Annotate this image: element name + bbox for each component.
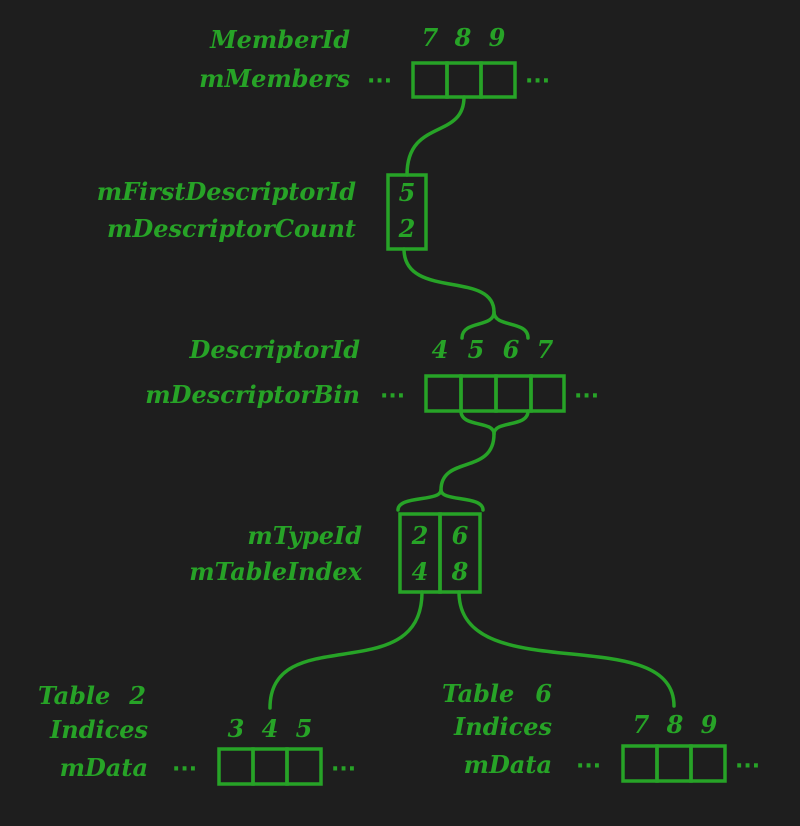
descriptor-count-label: mDescriptorCount bbox=[107, 214, 356, 243]
type-id-value-b: 6 bbox=[452, 521, 469, 550]
descriptor-id-4: 4 bbox=[432, 335, 449, 364]
member-id-8: 8 bbox=[454, 23, 472, 52]
descriptor-id-label: DescriptorId bbox=[189, 335, 361, 364]
first-descriptor-value: 5 bbox=[399, 178, 416, 207]
members-array-label: mMembers bbox=[199, 64, 350, 93]
members-cell-9 bbox=[479, 61, 517, 99]
table-6-cell-7 bbox=[621, 744, 659, 783]
table-6-cell-8 bbox=[655, 744, 693, 783]
member-struct-box bbox=[386, 173, 428, 251]
member-id-9: 9 bbox=[489, 23, 506, 52]
table-6-data-label: mData bbox=[464, 750, 552, 779]
table-6-cell-9 bbox=[689, 744, 727, 783]
table-6-index-8: 8 bbox=[666, 710, 684, 739]
table-6-word: Table bbox=[442, 679, 514, 708]
members-dots-left: ··· bbox=[367, 69, 392, 94]
descriptor-cell-7 bbox=[529, 374, 566, 413]
table-index-value-b: 8 bbox=[451, 557, 469, 586]
descriptor-cell-4 bbox=[424, 374, 463, 413]
table-2-index-5: 5 bbox=[296, 714, 313, 743]
descriptor-id-6: 6 bbox=[503, 335, 520, 364]
member-id-7: 7 bbox=[422, 23, 439, 52]
descriptor-id-7: 7 bbox=[537, 335, 554, 364]
table-2-number: 2 bbox=[128, 681, 146, 710]
table-6-number: 6 bbox=[535, 679, 552, 708]
members-array bbox=[411, 61, 517, 99]
table-2-dots-left: ··· bbox=[172, 757, 197, 782]
descriptor-bin-dots-right: ··· bbox=[574, 384, 599, 409]
descriptor-select-brace bbox=[459, 409, 530, 436]
table-index-label: mTableIndex bbox=[189, 557, 362, 586]
descriptor-range-brace bbox=[460, 310, 530, 340]
table-2-indices-label: Indices bbox=[49, 715, 148, 744]
table-2-cell-4 bbox=[251, 747, 289, 786]
descriptor-id-5: 5 bbox=[468, 335, 485, 364]
members-cell-8 bbox=[445, 61, 483, 99]
table-2-data-array bbox=[217, 747, 323, 786]
descriptor-bin-array bbox=[424, 374, 566, 413]
table-2-wire bbox=[268, 590, 424, 710]
members-cell-7 bbox=[411, 61, 449, 99]
table-6-index-9: 9 bbox=[701, 710, 718, 739]
type-id-value-a: 2 bbox=[411, 521, 429, 550]
table-6-indices-label: Indices bbox=[453, 712, 552, 741]
descriptor-struct-brace bbox=[396, 488, 485, 512]
table-6-dots-left: ··· bbox=[576, 754, 601, 779]
table-6-data-array bbox=[621, 744, 727, 783]
descriptor-select-wire bbox=[439, 432, 496, 492]
member-id-label: MemberId bbox=[209, 25, 350, 54]
table-2-data-label: mData bbox=[60, 753, 148, 782]
table-2-cell-3 bbox=[217, 747, 255, 786]
first-descriptor-label: mFirstDescriptorId bbox=[97, 177, 357, 206]
table-2-dots-right: ··· bbox=[331, 757, 356, 782]
table-2-index-4: 4 bbox=[262, 714, 279, 743]
type-id-label: mTypeId bbox=[247, 521, 362, 550]
descriptor-count-value: 2 bbox=[398, 214, 416, 243]
table-6-wire bbox=[457, 590, 676, 708]
table-6-index-7: 7 bbox=[633, 710, 650, 739]
table-6-dots-right: ··· bbox=[735, 754, 760, 779]
descriptor-cell-6 bbox=[494, 374, 533, 413]
descriptor-bin-label: mDescriptorBin bbox=[145, 380, 360, 409]
table-2-cell-5 bbox=[285, 747, 323, 786]
descriptor-range-wire bbox=[402, 247, 496, 314]
table-2-index-3: 3 bbox=[228, 714, 245, 743]
descriptor-bin-dots-left: ··· bbox=[380, 384, 405, 409]
descriptor-cell-5 bbox=[459, 374, 498, 413]
table-2-word: Table bbox=[38, 681, 110, 710]
member-link-wire bbox=[405, 95, 466, 177]
members-dots-right: ··· bbox=[525, 69, 550, 94]
table-index-value-a: 4 bbox=[412, 557, 429, 586]
